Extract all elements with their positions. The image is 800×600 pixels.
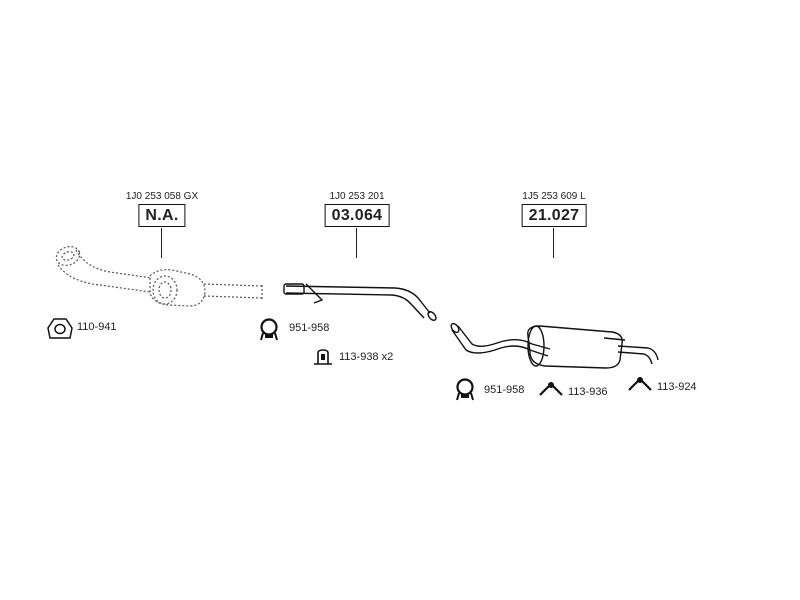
rubber-hanger-icon	[539, 382, 563, 396]
part-code-catalytic-converter[interactable]: N.A.	[138, 204, 186, 227]
gasket-icon	[47, 318, 73, 339]
part-code-rear-silencer[interactable]: 21.027	[521, 204, 587, 227]
accessory-label[interactable]: 113-936	[568, 386, 608, 398]
clamp-icon	[456, 378, 474, 401]
oem-number-front-pipe: 1J0 253 201	[329, 191, 385, 202]
accessory-label[interactable]: 113-924	[657, 381, 697, 393]
leader-line	[356, 228, 358, 258]
rubber-hanger-icon	[628, 377, 652, 391]
leader-line	[553, 228, 555, 258]
accessory-label[interactable]: 951-958	[484, 384, 525, 396]
accessory-label[interactable]: 113-938 x2	[339, 351, 394, 363]
bracket-icon	[314, 349, 332, 365]
oem-number-rear-silencer: 1J5 253 609 L	[522, 191, 586, 202]
clamp-icon	[260, 318, 278, 341]
oem-number-catalytic-converter: 1J0 253 058 GX	[125, 191, 199, 202]
part-code-front-pipe[interactable]: 03.064	[324, 204, 390, 227]
accessory-label[interactable]: 110-941	[77, 321, 117, 333]
leader-line	[161, 228, 163, 258]
accessory-label[interactable]: 951-958	[289, 322, 330, 334]
